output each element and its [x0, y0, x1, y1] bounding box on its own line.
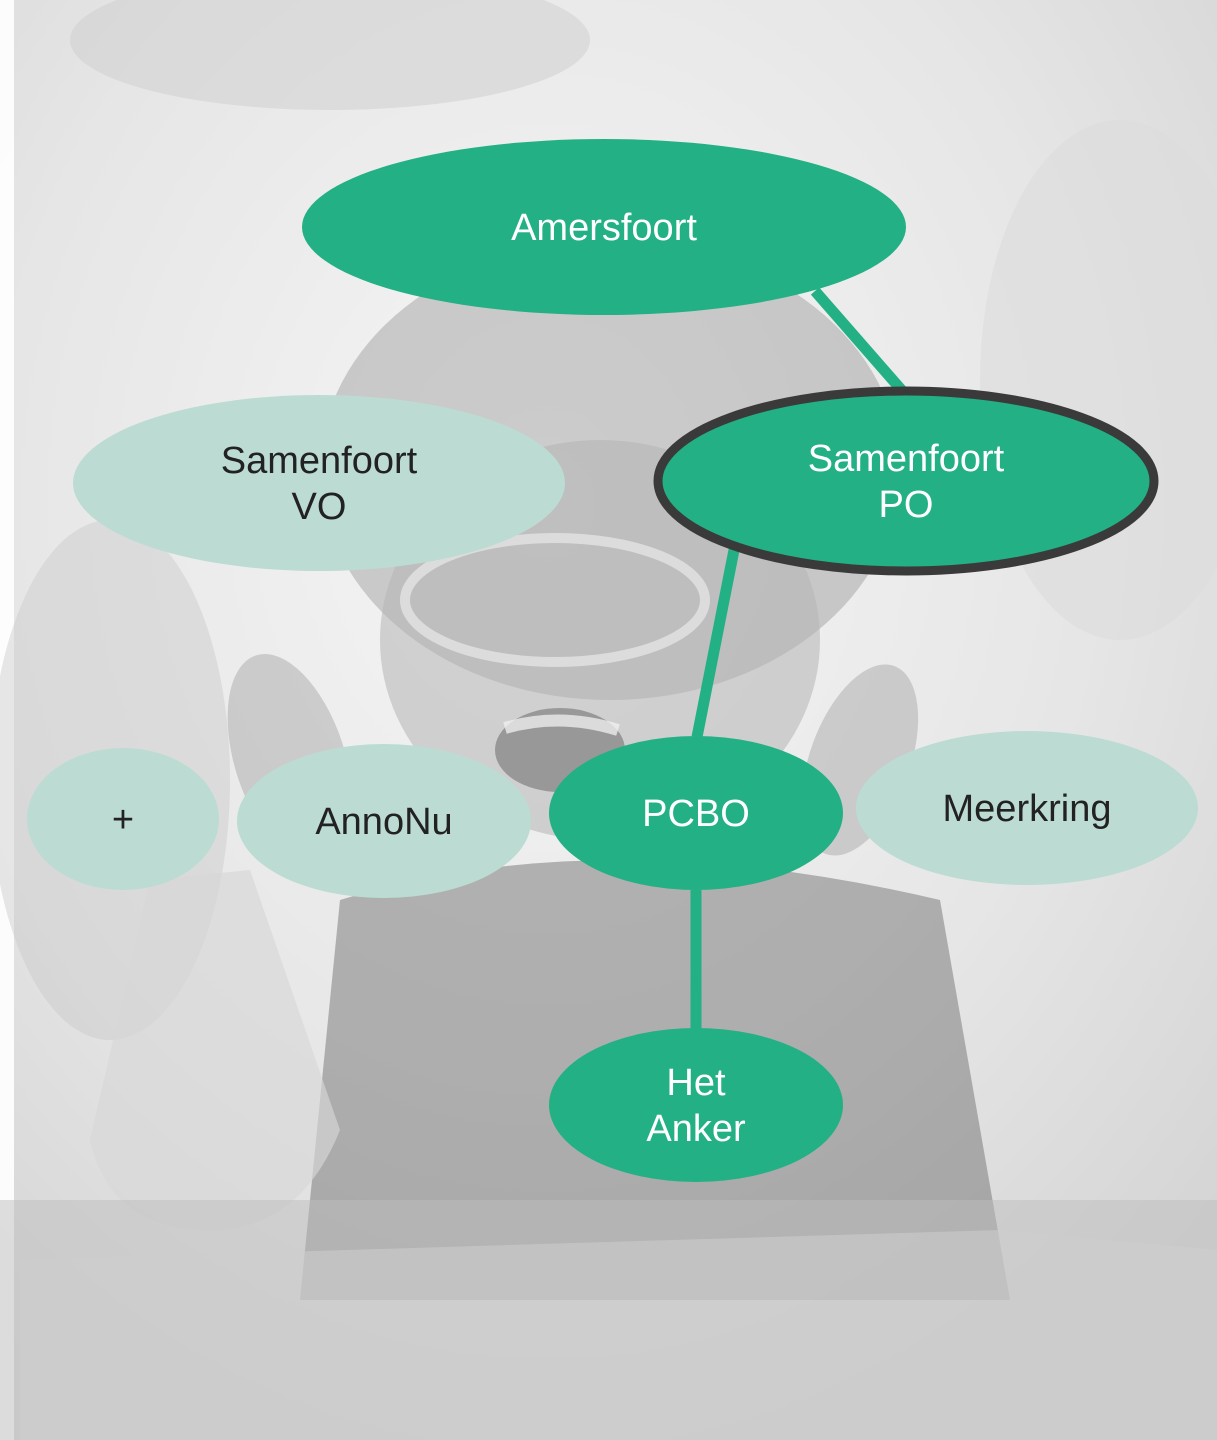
- node-samenfoort-vo-label: VO: [292, 486, 347, 528]
- node-het-anker-shape[interactable]: [549, 1028, 843, 1182]
- node-annonu[interactable]: AnnoNu: [237, 744, 531, 898]
- node-amersfoort-label: Amersfoort: [511, 207, 697, 249]
- node-annonu-shape[interactable]: [237, 744, 531, 898]
- node-annonu-label: AnnoNu: [315, 801, 452, 843]
- node-samenfoort-po-shape[interactable]: [653, 386, 1159, 576]
- connector-samenfoort-po-to-pcbo: [691, 543, 741, 739]
- node-meerkring-label: Meerkring: [943, 788, 1112, 830]
- connector-lines: [690, 287, 910, 1029]
- node-samenfoort-po-label: PO: [879, 484, 934, 526]
- node-amersfoort-shape[interactable]: [302, 139, 906, 315]
- node-samenfoort-vo-shape[interactable]: [73, 395, 565, 571]
- node-samenfoort-po-label: Samenfoort: [808, 438, 1005, 480]
- node-meerkring[interactable]: Meerkring: [856, 731, 1198, 885]
- connector-amersfoort-to-samenfoort-po: [810, 287, 910, 398]
- node-plus-label: +: [112, 799, 134, 841]
- node-pcbo[interactable]: PCBO: [549, 736, 843, 890]
- node-pcbo-shape[interactable]: [549, 736, 843, 890]
- node-meerkring-shape[interactable]: [856, 731, 1198, 885]
- node-samenfoort-vo-label: Samenfoort: [221, 440, 418, 482]
- node-het-anker-label: Anker: [646, 1108, 746, 1150]
- node-het-anker-label: Het: [666, 1062, 726, 1104]
- node-pcbo-label: PCBO: [642, 793, 750, 835]
- node-plus-shape[interactable]: [27, 748, 219, 890]
- node-layer: AmersfoortSamenfoortVOSamenfoortPO+AnnoN…: [27, 139, 1198, 1182]
- node-plus[interactable]: +: [27, 748, 219, 890]
- node-amersfoort[interactable]: Amersfoort: [302, 139, 906, 315]
